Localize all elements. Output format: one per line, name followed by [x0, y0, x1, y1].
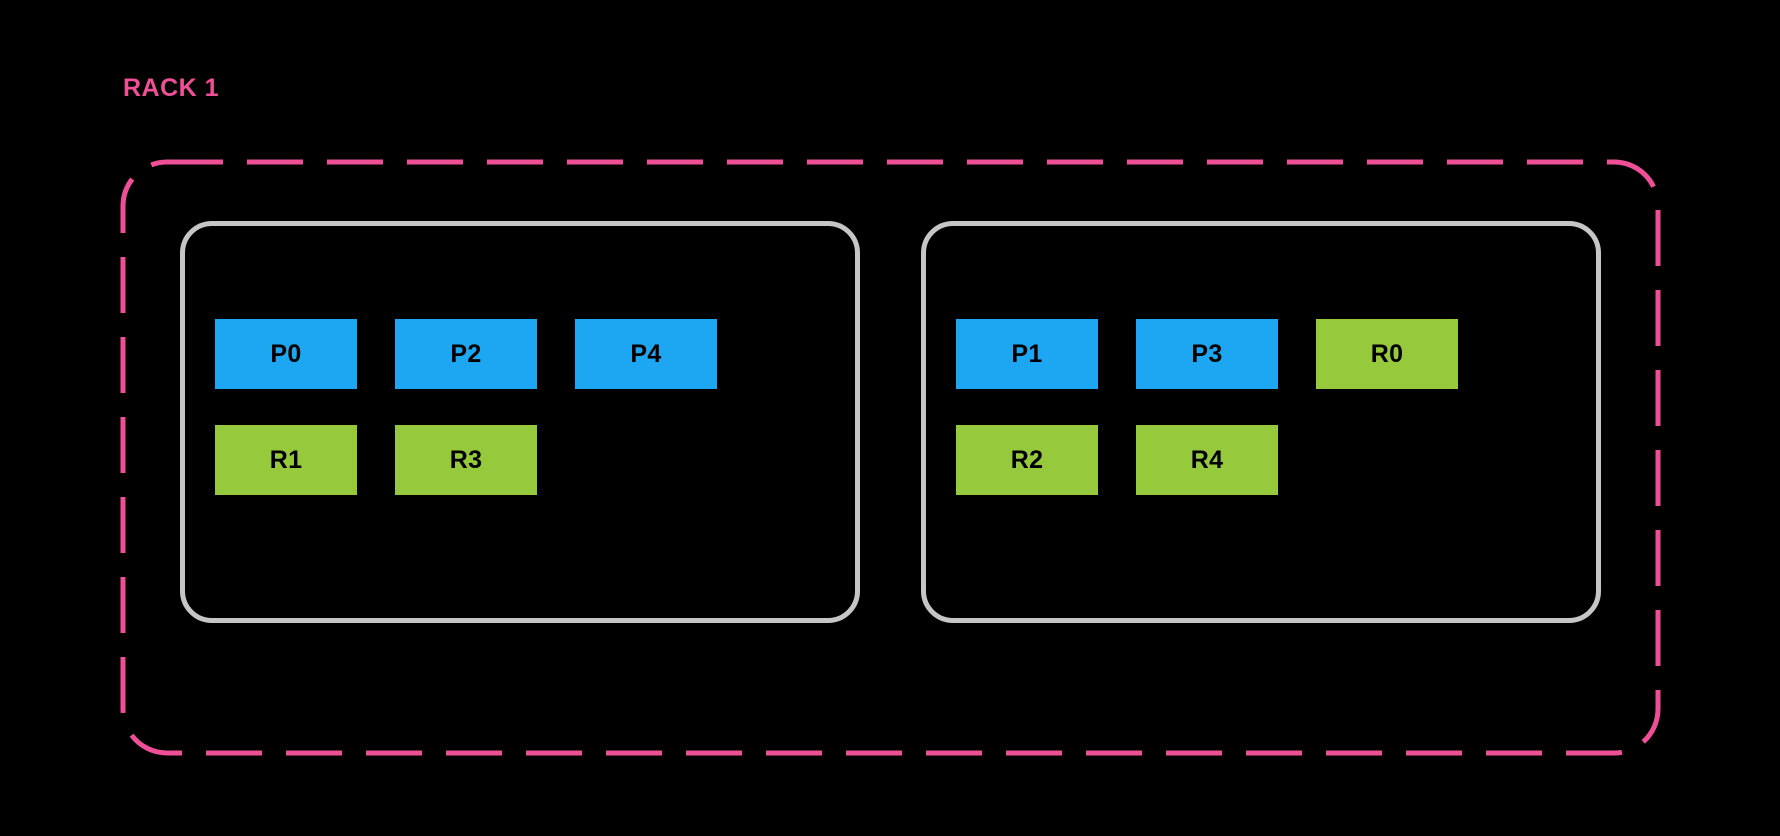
- rack-boundary-dashed-outline: [120, 159, 1661, 756]
- chip-p2[interactable]: P2: [395, 319, 537, 389]
- chip-row: P1 P3 R0: [956, 319, 1566, 389]
- chip-p0[interactable]: P0: [215, 319, 357, 389]
- rack-title-label: RACK 1: [123, 74, 220, 102]
- chip-p4[interactable]: P4: [575, 319, 717, 389]
- chip-row: R2 R4: [956, 425, 1566, 495]
- chip-p3[interactable]: P3: [1136, 319, 1278, 389]
- chip-row: R1 R3: [215, 425, 825, 495]
- chip-r0[interactable]: R0: [1316, 319, 1458, 389]
- chip-p1[interactable]: P1: [956, 319, 1098, 389]
- rack-boundary: [120, 159, 1661, 756]
- chip-r4[interactable]: R4: [1136, 425, 1278, 495]
- node-panel-right: P1 P3 R0 R2 R4: [921, 221, 1601, 623]
- chip-r2[interactable]: R2: [956, 425, 1098, 495]
- chip-r3[interactable]: R3: [395, 425, 537, 495]
- chip-row: P0 P2 P4: [215, 319, 825, 389]
- chip-r1[interactable]: R1: [215, 425, 357, 495]
- node-panel-left: P0 P2 P4 R1 R3: [180, 221, 860, 623]
